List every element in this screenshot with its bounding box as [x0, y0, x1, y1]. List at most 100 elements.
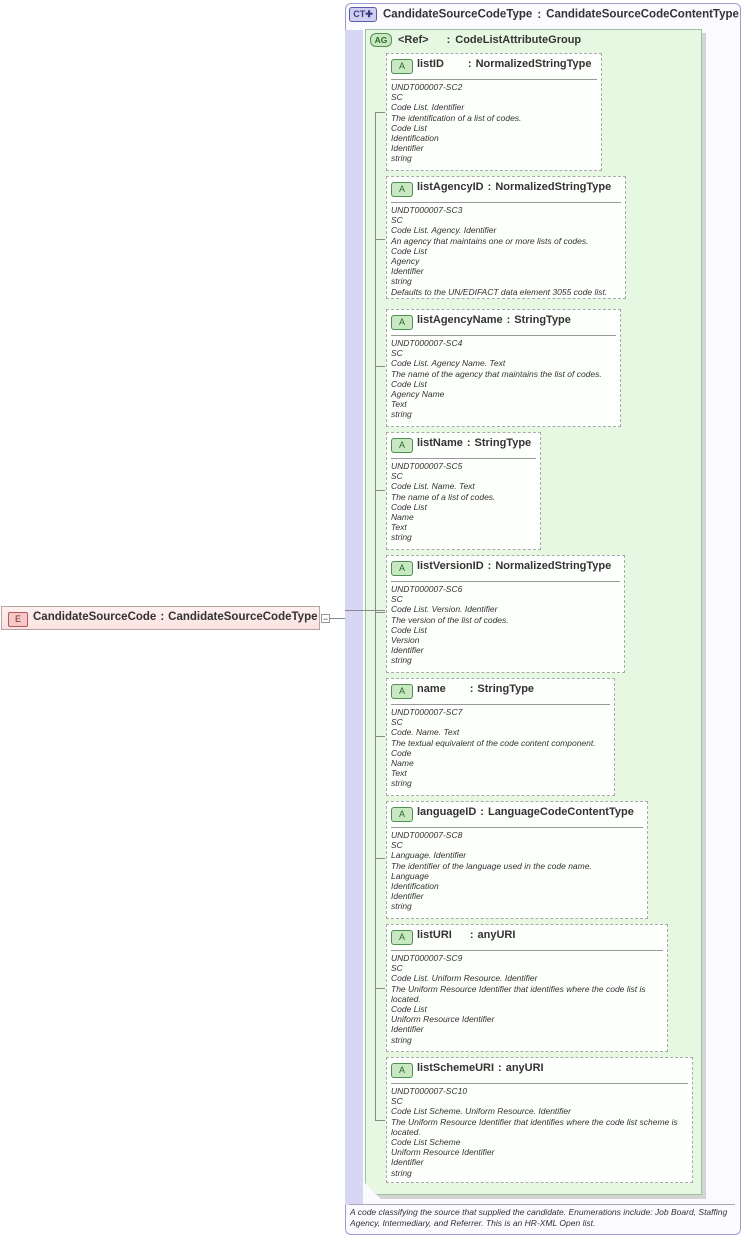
tree-branch — [375, 988, 385, 989]
attribute-group-colon: : — [446, 33, 451, 46]
attribute-type: NormalizedStringType — [495, 181, 612, 193]
connector-line — [330, 618, 345, 619]
attribute-type: StringType — [514, 314, 571, 326]
attribute-title: name:StringType — [417, 683, 534, 695]
tree-branch — [375, 490, 385, 491]
attribute-name: listID — [417, 58, 444, 70]
attribute-colon: : — [498, 1062, 502, 1074]
attribute-badge: A — [391, 1063, 413, 1078]
attribute-title: listAgencyID:NormalizedStringType — [417, 181, 611, 193]
attribute-badge: A — [391, 59, 413, 74]
tree-branch — [375, 366, 385, 367]
complex-type-divider — [349, 1204, 735, 1205]
element-box[interactable]: E CandidateSourceCode:CandidateSourceCod… — [1, 606, 320, 630]
attribute-divider — [391, 704, 610, 705]
attribute-colon: : — [506, 314, 511, 326]
attribute-box-listagencyname[interactable]: A listAgencyName:StringType UNDT000007-S… — [386, 309, 621, 427]
attribute-badge: A — [391, 182, 413, 197]
tree-branch — [375, 736, 385, 737]
attribute-badge: A — [391, 930, 413, 945]
attribute-divider — [391, 581, 620, 582]
attribute-title: languageID:LanguageCodeContentType — [417, 806, 634, 818]
tree-branch — [375, 112, 385, 113]
attribute-colon: : — [480, 806, 484, 818]
attribute-badge: A — [391, 807, 413, 822]
attribute-colon: : — [469, 929, 474, 941]
attribute-title: listSchemeURI:anyURI — [417, 1062, 544, 1074]
attribute-group-ref: <Ref> — [398, 33, 429, 46]
attribute-divider — [391, 335, 616, 336]
attribute-group-badge: AG — [370, 33, 392, 47]
attribute-type: NormalizedStringType — [495, 560, 612, 572]
attribute-colon: : — [469, 683, 474, 695]
attribute-box-listagencyid[interactable]: A listAgencyID:NormalizedStringType UNDT… — [386, 176, 626, 299]
attribute-group-header: AG<Ref>:CodeListAttributeGroup — [370, 33, 581, 47]
attribute-type: StringType — [474, 437, 532, 449]
element-colon: : — [160, 611, 165, 623]
element-badge: E — [8, 612, 28, 627]
attribute-box-listversionid[interactable]: A listVersionID:NormalizedStringType UND… — [386, 555, 625, 673]
attribute-box-languageid[interactable]: A languageID:LanguageCodeContentType UND… — [386, 801, 648, 919]
attribute-name: name — [417, 683, 446, 695]
element-name: CandidateSourceCode — [33, 611, 157, 623]
element-type: CandidateSourceCodeType — [168, 611, 318, 623]
attribute-divider — [391, 950, 663, 951]
tree-branch — [375, 858, 385, 859]
collapse-icon[interactable]: − — [321, 614, 330, 624]
attribute-divider — [391, 202, 621, 203]
attribute-name: listURI — [417, 929, 452, 941]
attribute-divider — [391, 1083, 688, 1084]
attribute-colon: : — [487, 560, 492, 572]
attribute-type: anyURI — [477, 929, 516, 941]
attribute-title: listName:StringType — [417, 437, 531, 449]
tree-vertical-line — [375, 112, 376, 1120]
attribute-divider — [391, 827, 643, 828]
complex-type-badge: CT✚ — [349, 7, 377, 22]
attribute-type: NormalizedStringType — [475, 58, 592, 70]
attribute-colon: : — [487, 181, 492, 193]
complex-type-colon: : — [537, 8, 542, 21]
attribute-badge: A — [391, 315, 413, 330]
attribute-name: listAgencyName — [417, 314, 503, 326]
attribute-name: listAgencyID — [417, 181, 484, 193]
complex-type-documentation: A code classifying the source that suppl… — [350, 1207, 728, 1228]
attribute-badge: A — [391, 684, 413, 699]
attribute-type: anyURI — [505, 1062, 544, 1074]
attribute-title: listAgencyName:StringType — [417, 314, 571, 326]
complex-type-name: CandidateSourceCodeType — [383, 8, 533, 21]
attribute-title: listID:NormalizedStringType — [417, 58, 592, 70]
attribute-box-listid[interactable]: A listID:NormalizedStringType UNDT000007… — [386, 53, 602, 171]
attribute-name: listVersionID — [417, 560, 484, 572]
attribute-type: LanguageCodeContentType — [487, 806, 634, 818]
complex-type-base: CandidateSourceCodeContentType — [546, 8, 739, 21]
attribute-badge: A — [391, 561, 413, 576]
attribute-name: listSchemeURI — [417, 1062, 495, 1074]
connector-line — [345, 610, 385, 611]
attribute-badge: A — [391, 438, 413, 453]
attribute-colon: : — [467, 58, 472, 70]
element-title: CandidateSourceCode:CandidateSourceCodeT… — [33, 611, 318, 623]
attribute-name: listName — [417, 437, 463, 449]
attribute-title: listVersionID:NormalizedStringType — [417, 560, 611, 572]
attribute-divider — [391, 79, 597, 80]
attribute-name: languageID — [417, 806, 477, 818]
tree-branch — [375, 612, 385, 613]
attribute-title: listURI:anyURI — [417, 929, 515, 941]
tree-branch — [375, 1120, 385, 1121]
attribute-type: StringType — [477, 683, 535, 695]
attribute-divider — [391, 458, 536, 459]
complex-type-header: CT✚ CandidateSourceCodeType: CandidateSour… — [349, 7, 739, 22]
attribute-colon: : — [466, 437, 471, 449]
